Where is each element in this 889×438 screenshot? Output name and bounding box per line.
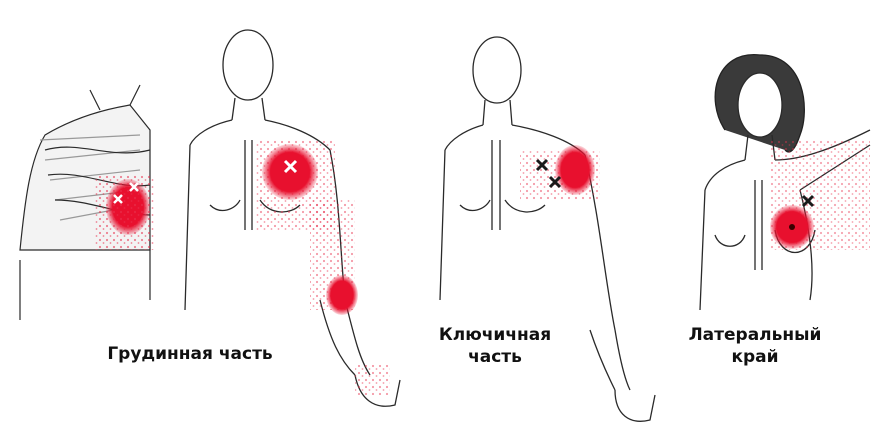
label-lateral-line2: край [670,346,840,368]
label-clavicular-part: Ключичная часть [415,324,575,368]
label-clavicular-line1: Ключичная [415,324,575,346]
clavicular-pain-zone [520,145,600,200]
lateral-pain-zone [770,140,870,250]
label-lateral-edge: Латеральный край [670,324,840,368]
label-clavicular-line2: часть [415,346,575,368]
label-sternal-part: Грудинная часть [60,343,320,365]
label-lateral-line1: Латеральный [670,324,840,346]
anatomy-pain-zone [95,175,155,250]
label-sternal-text: Грудинная часть [60,343,320,365]
